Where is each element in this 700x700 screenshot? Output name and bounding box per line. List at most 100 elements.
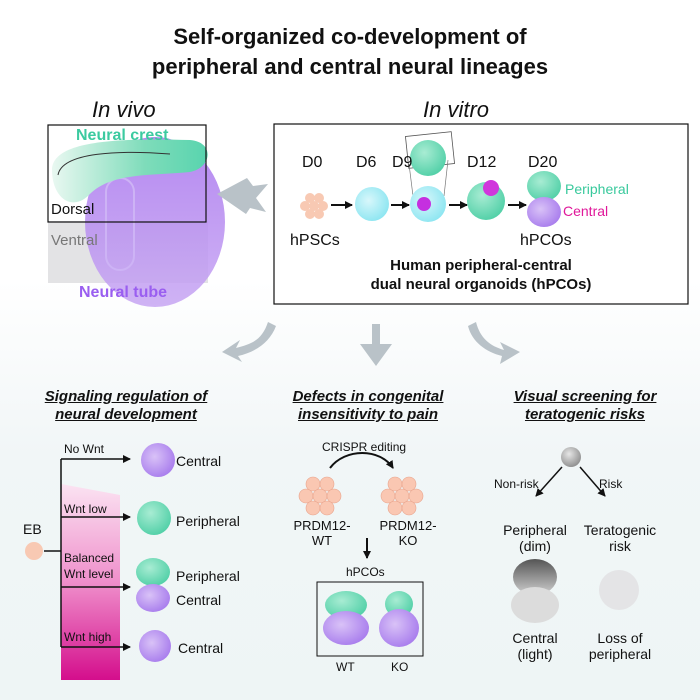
signaling-panel xyxy=(25,443,175,680)
ko-label: KO xyxy=(391,660,409,674)
loss-of-peripheral-label: Loss of peripheral xyxy=(576,630,664,662)
wt-organoid-bottom xyxy=(323,611,369,645)
day-label-d0: D0 xyxy=(302,154,323,171)
prdm12-ko-label: PRDM12- KO xyxy=(376,518,440,548)
hpscs-label: hPSCs xyxy=(290,232,340,249)
outcome-label-central-2: Central xyxy=(176,592,222,608)
timeline-d9 xyxy=(405,131,455,222)
test-organoid xyxy=(561,447,581,467)
day-label-d6: D6 xyxy=(356,154,377,171)
dorsal-label: Dorsal xyxy=(51,201,95,218)
day-label-d9: D9 xyxy=(392,154,413,171)
caption-line-1: Human peripheral-central xyxy=(390,257,572,274)
vivo-to-vitro-arrow xyxy=(217,178,268,214)
title-line-1: Self-organized co-development of xyxy=(173,24,527,49)
central-light-label: Central (light) xyxy=(494,630,576,662)
hpcos-label: hPCOs xyxy=(520,232,572,249)
central-label: Central xyxy=(563,203,609,219)
outcome-central-1 xyxy=(141,443,175,477)
hpcos-box-label: hPCOs xyxy=(346,565,385,579)
crispr-arrow xyxy=(329,452,394,469)
central-light-line-2: (light) xyxy=(517,646,553,662)
signaling-title-line-2: neural development xyxy=(55,406,197,423)
wt-organoid-top xyxy=(325,591,367,619)
peripheral-label: Peripheral xyxy=(565,181,629,197)
page-title: Self-organized co-development of periphe… xyxy=(0,22,700,82)
screening-title-line-2: teratogenic risks xyxy=(524,406,646,423)
central-light-line-1: Central xyxy=(512,630,558,646)
risk-arrow xyxy=(579,466,606,497)
teratogenic-line-1: Teratogenic xyxy=(583,522,657,538)
timeline-d12 xyxy=(467,180,505,220)
wt-label: WT xyxy=(336,660,355,674)
caption-line-2: dual neural organoids (hPCOs) xyxy=(370,276,592,293)
wt-cell-cluster xyxy=(298,476,342,516)
eb-label: EB xyxy=(23,521,42,537)
defects-title-line-2: insensitivity to pain xyxy=(297,406,439,423)
teratogenic-risk-label: Teratogenic risk xyxy=(576,522,664,554)
defects-panel xyxy=(298,452,424,657)
loss-line-1: Loss of xyxy=(597,630,643,646)
outcome-dual-top xyxy=(136,558,170,586)
screening-title-line-1: Visual screening for xyxy=(513,388,657,405)
loss-organoid xyxy=(599,570,639,610)
condition-no-wnt: No Wnt xyxy=(64,442,105,456)
light-central-organoid xyxy=(511,587,559,623)
crispr-label: CRISPR editing xyxy=(322,440,407,454)
peripheral-dim-line-2: (dim) xyxy=(519,538,551,554)
title-line-2: peripheral and central neural lineages xyxy=(151,54,549,79)
prdm12-ko-line-1: PRDM12- xyxy=(379,518,437,533)
peripheral-dim-label: Peripheral (dim) xyxy=(494,522,576,554)
outcome-peripheral-1 xyxy=(137,501,171,535)
prdm12-wt-label: PRDM12- WT xyxy=(290,518,354,548)
defects-title-line-1: Defects in congenital xyxy=(292,388,444,405)
condition-wnt-level: Wnt level xyxy=(64,567,114,581)
outcome-label-peripheral-2: Peripheral xyxy=(176,568,240,584)
loss-line-2: peripheral xyxy=(588,646,652,662)
prdm12-wt-line-1: PRDM12- xyxy=(293,518,351,533)
ko-cell-cluster xyxy=(380,476,424,516)
day-label-d12: D12 xyxy=(467,154,497,171)
gray-arrow-left xyxy=(222,322,276,362)
outcome-central-2 xyxy=(139,630,171,662)
in-vivo-box xyxy=(47,124,207,223)
signaling-title-line-1: Signaling regulation of xyxy=(44,388,208,405)
eb-cell xyxy=(25,542,43,560)
prdm12-wt-line-2: WT xyxy=(311,533,333,548)
condition-wnt-high: Wnt high xyxy=(64,630,112,644)
non-risk-label: Non-risk xyxy=(494,477,539,491)
condition-balanced: Balanced xyxy=(64,551,115,565)
risk-label: Risk xyxy=(599,477,623,491)
ventral-label: Ventral xyxy=(51,232,98,249)
hpcos-box xyxy=(316,581,424,657)
screening-title: Visual screening for teratogenic risks xyxy=(480,388,690,424)
gray-arrow-right xyxy=(468,322,520,364)
in-vitro-heading: In vitro xyxy=(423,97,490,122)
timeline-d6 xyxy=(355,187,389,221)
peripheral-dim-line-1: Peripheral xyxy=(503,522,567,538)
outcome-dual-bottom xyxy=(136,584,170,612)
neural-tube-label: Neural tube xyxy=(79,284,168,301)
defects-title: Defects in congenital insensitivity to p… xyxy=(268,388,468,424)
dim-peripheral-organoid xyxy=(513,559,557,595)
screening-panel xyxy=(511,447,639,623)
neural-crest-label: Neural crest xyxy=(76,127,169,144)
non-risk-arrow xyxy=(535,466,563,497)
in-vitro-caption: Human peripheral-central dual neural org… xyxy=(274,256,688,294)
ko-organoid-bottom xyxy=(379,609,419,647)
day-label-d20: D20 xyxy=(528,154,558,171)
in-vivo-heading: In vivo xyxy=(92,97,156,122)
in-vivo-illustration xyxy=(47,124,225,307)
outcome-label-peripheral-1: Peripheral xyxy=(176,513,240,529)
signaling-title: Signaling regulation of neural developme… xyxy=(18,388,234,424)
prdm12-ko-line-2: KO xyxy=(398,533,418,548)
timeline-hpscs xyxy=(300,193,328,219)
gray-arrow-center xyxy=(360,324,392,366)
wnt-gradient-bar xyxy=(61,484,120,680)
outcome-label-central-3: Central xyxy=(178,640,224,656)
timeline-d20 xyxy=(527,171,561,227)
teratogenic-line-2: risk xyxy=(609,538,631,554)
outcome-label-central-1: Central xyxy=(176,453,222,469)
condition-wnt-low: Wnt low xyxy=(64,502,107,516)
